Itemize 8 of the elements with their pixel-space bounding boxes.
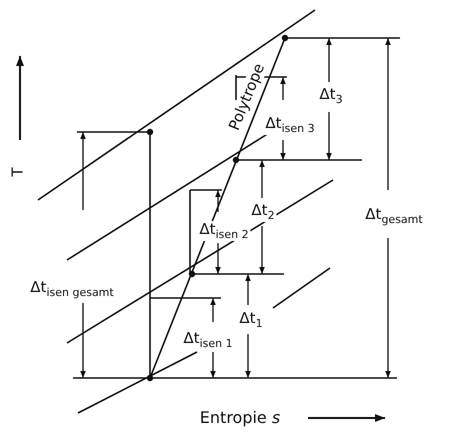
dimension-label: Δt$_{isen gesamt}$ (28, 279, 116, 299)
dimension-label: Δt$_{isen 1}$ (181, 330, 235, 350)
dimension-label: Δt$_{isen 3}$ (263, 115, 317, 135)
dimension-label: Δt$_{1}$ (237, 310, 265, 330)
dimension-label: Δt$_{isen 2}$ (197, 221, 251, 241)
dimension-label: Δt$_{2}$ (249, 202, 277, 222)
dimension-label: Δt$_{3}$ (317, 86, 345, 106)
dimension-label: Δt$_{gesamt}$ (363, 206, 425, 226)
